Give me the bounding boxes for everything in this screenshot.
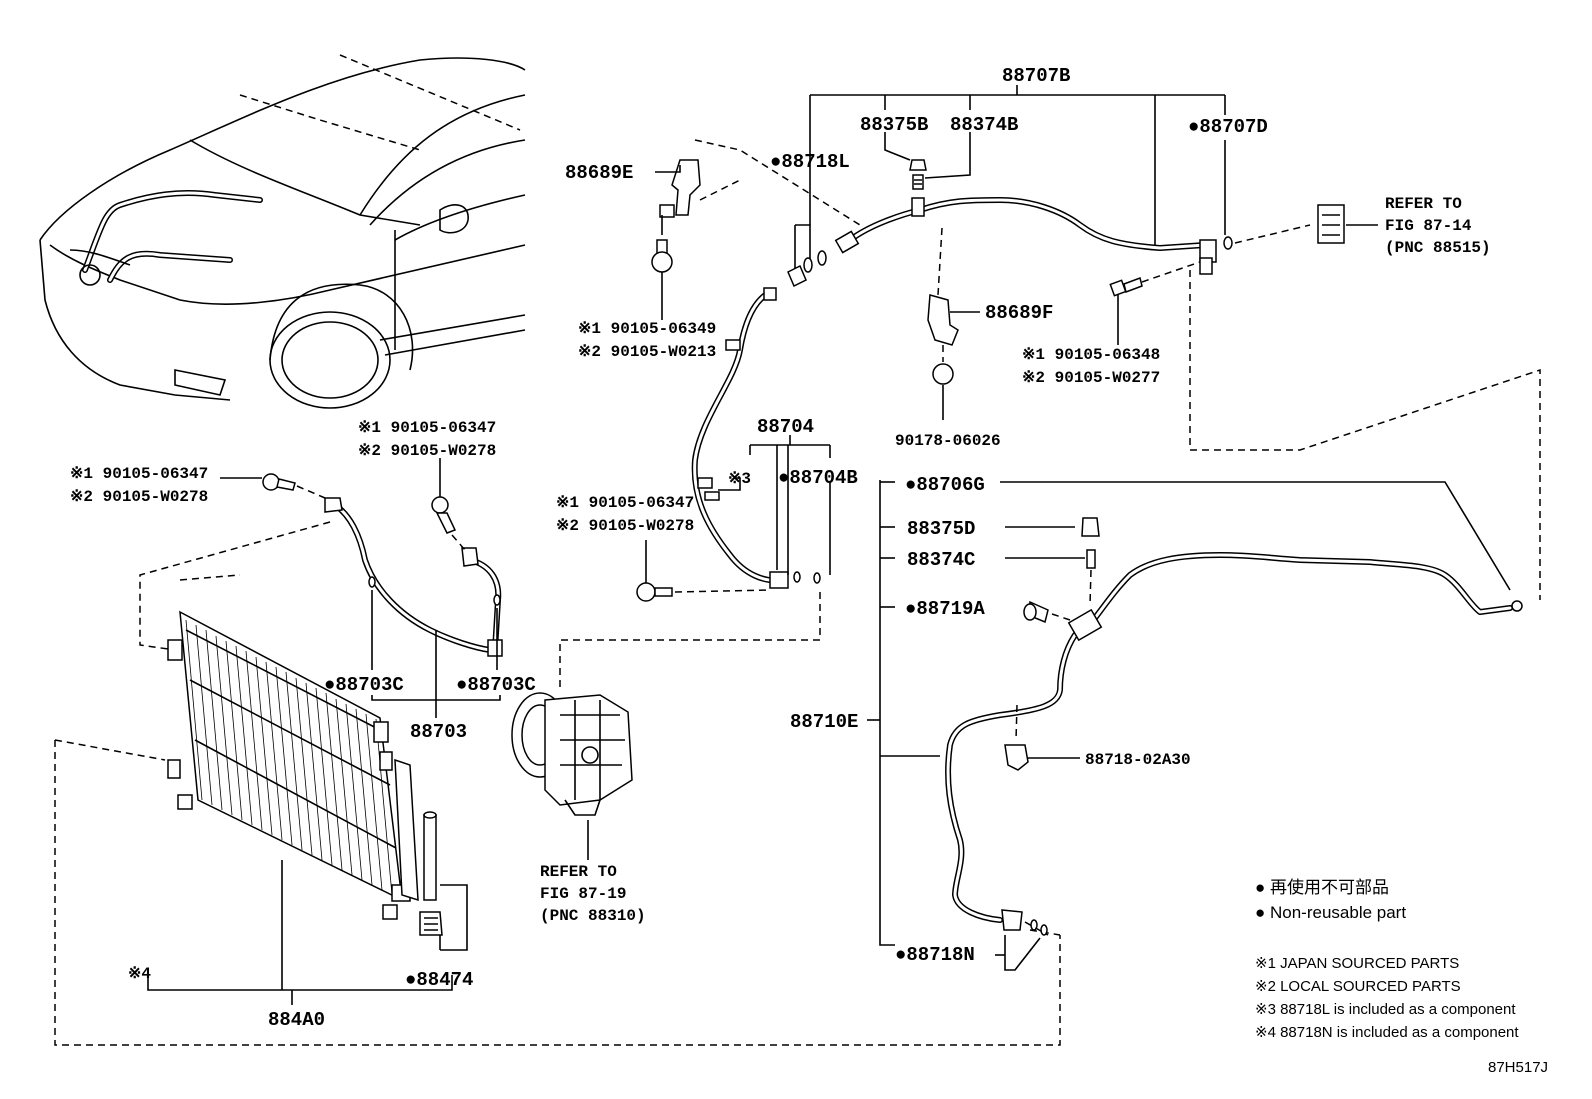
refer-88515-line1: REFER TO <box>1385 195 1462 213</box>
group-88703 <box>324 497 503 718</box>
label-bolt-d1: ※1 90105-06347 <box>70 465 208 483</box>
label-bolt-e1: ※1 90105-06347 <box>556 494 694 512</box>
diagram-code: 87H517J <box>1488 1059 1548 1076</box>
label-88374B: 88374B <box>950 114 1018 136</box>
group-88707B <box>794 85 1226 270</box>
label-88703: 88703 <box>410 721 467 743</box>
bracket-88689F <box>927 227 980 420</box>
label-mark4: ※4 <box>128 965 151 983</box>
compressor <box>511 692 633 860</box>
legend-note4: ※4 88718N is included as a component <box>1255 1024 1519 1041</box>
label-88706G: ●88706G <box>905 474 985 496</box>
label-88689F: 88689F <box>985 302 1053 324</box>
label-bolt-b1: ※1 90105-06348 <box>1022 346 1160 364</box>
bolt-90105-06348 <box>1109 261 1201 345</box>
refer-88310-line3: (PNC 88310) <box>540 907 646 925</box>
label-bolt-a1: ※1 90105-06349 <box>578 320 716 338</box>
label-bolt-b2: ※2 90105-W0277 <box>1022 369 1160 387</box>
refer-part-88515 <box>1234 204 1378 244</box>
label-88703C-left: ●88703C <box>324 674 404 696</box>
label-88374C: 88374C <box>907 549 975 571</box>
label-88474: ●88474 <box>405 969 473 991</box>
label-88707D: ●88707D <box>1188 116 1268 138</box>
label-88375D: 88375D <box>907 518 975 540</box>
condenser-884A0 <box>167 610 419 920</box>
label-90178-06026: 90178-06026 <box>895 432 1001 450</box>
legend-en: ● Non-reusable part <box>1255 903 1406 922</box>
label-bolt-c2: ※2 90105-W0278 <box>358 442 496 460</box>
refer-88310-line1: REFER TO <box>540 863 617 881</box>
part-labels: 88707B 88375B 88374B ●88707D ●88718L 886… <box>70 65 1268 1031</box>
refer-88515-line3: (PNC 88515) <box>1385 239 1491 257</box>
legend-note2: ※2 LOCAL SOURCED PARTS <box>1255 978 1461 995</box>
label-bolt-a2: ※2 90105-W0213 <box>578 343 716 361</box>
bracket-884A0 <box>147 860 453 1005</box>
label-88718-02A30: 88718-02A30 <box>1085 751 1191 769</box>
legend-note3: ※3 88718L is included as a component <box>1255 1001 1516 1018</box>
refer-notes: REFER TO FIG 87-14 (PNC 88515) REFER TO … <box>540 195 1491 925</box>
receiver-88474 <box>419 811 468 951</box>
label-88718L: ●88718L <box>770 151 850 173</box>
label-mark3: ※3 <box>728 470 751 488</box>
refer-88310-line2: FIG 87-19 <box>540 885 626 903</box>
label-bolt-c1: ※1 90105-06347 <box>358 419 496 437</box>
label-88719A: ●88719A <box>905 598 985 620</box>
label-88375B: 88375B <box>860 114 928 136</box>
label-88704: 88704 <box>757 416 814 438</box>
label-88718N: ●88718N <box>895 944 975 966</box>
label-88703C-right: ●88703C <box>456 674 536 696</box>
bolt-left-1 <box>220 473 326 499</box>
label-884A0: 884A0 <box>268 1009 325 1031</box>
label-bolt-e2: ※2 90105-W0278 <box>556 517 694 535</box>
vehicle-illustration <box>39 57 526 409</box>
bracket-88689E <box>651 139 861 320</box>
legend-note1: ※1 JAPAN SOURCED PARTS <box>1255 955 1459 972</box>
label-88710E: 88710E <box>790 711 858 733</box>
label-88707B: 88707B <box>1002 65 1070 87</box>
suction-hose <box>691 197 1233 589</box>
group-88704 <box>718 435 831 575</box>
liquid-line-88710E <box>867 480 1523 971</box>
label-bolt-d2: ※2 90105-W0278 <box>70 488 208 506</box>
bolt-left-2 <box>431 458 466 551</box>
legend-jp: ● 再使用不可部品 <box>1255 877 1389 897</box>
bolt-88704 <box>636 540 771 602</box>
label-88704B: ●88704B <box>778 467 858 489</box>
refer-88515-line2: FIG 87-14 <box>1385 217 1472 235</box>
legend: ● 再使用不可部品 ● Non-reusable part ※1 JAPAN S… <box>1255 877 1548 1076</box>
label-88689E: 88689E <box>565 162 633 184</box>
